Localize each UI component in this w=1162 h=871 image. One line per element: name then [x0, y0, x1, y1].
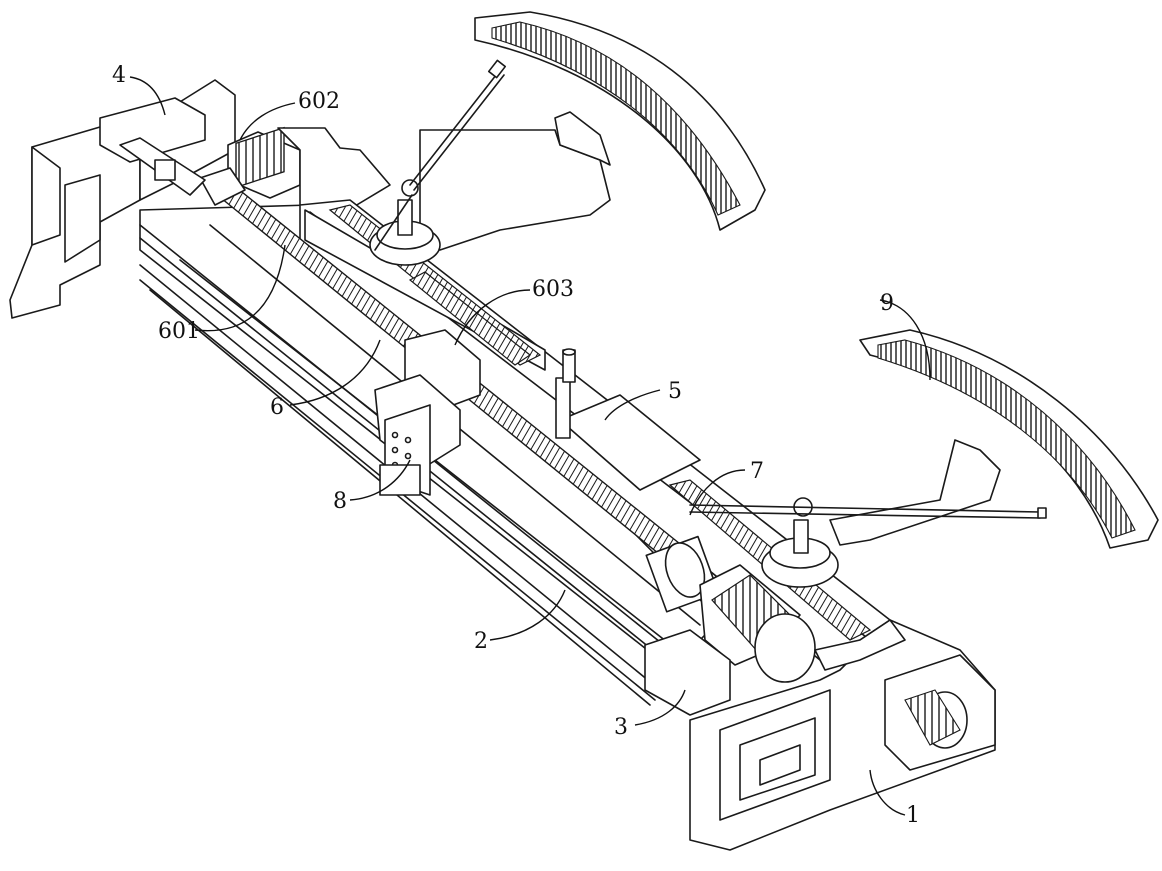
- label-2: 2: [474, 629, 488, 654]
- right-end-frame: [644, 619, 996, 851]
- left-drive-motor: [227, 126, 391, 216]
- label-4: 4: [112, 63, 126, 88]
- right-drive-motor: [699, 564, 816, 683]
- label-6: 6: [270, 395, 284, 420]
- label-603: 603: [532, 277, 574, 302]
- reference-labels: 4 602 603 601 6 5 7 9 8 2 3 1: [112, 63, 920, 828]
- label-1: 1: [906, 803, 920, 828]
- lower-scale-dial: [859, 329, 1159, 549]
- upper-turntable-assembly: [369, 59, 611, 266]
- upper-scale-dial: [474, 11, 766, 231]
- label-601: 601: [158, 319, 200, 344]
- leader-lines: [129, 76, 931, 816]
- vertical-post: [555, 348, 576, 439]
- label-5: 5: [668, 379, 682, 404]
- screw-nut-carriage: [374, 329, 481, 496]
- label-3: 3: [614, 715, 628, 740]
- lower-turntable-assembly: [689, 439, 1047, 588]
- label-7: 7: [750, 459, 764, 484]
- left-end-frame: [9, 79, 236, 319]
- label-602: 602: [298, 89, 340, 114]
- label-8: 8: [333, 489, 347, 514]
- label-9: 9: [880, 291, 894, 316]
